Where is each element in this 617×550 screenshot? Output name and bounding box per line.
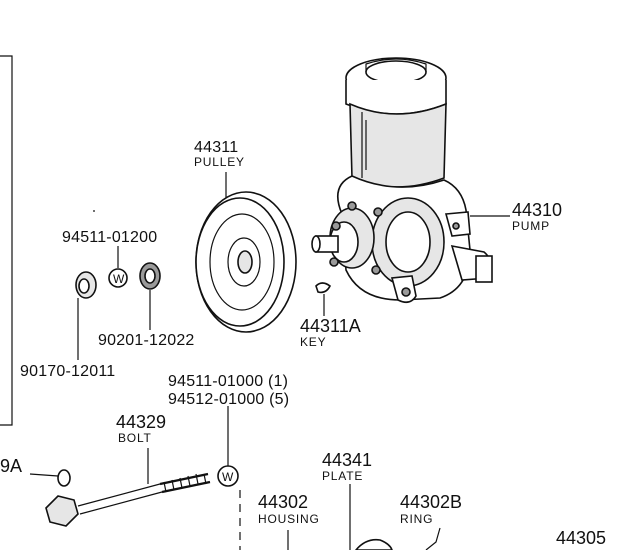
partial-ring-leader: [29, 473, 59, 477]
spring-washer-symbol: W: [113, 272, 125, 286]
bolt-name: BOLT: [118, 431, 152, 445]
pump-name: PUMP: [512, 219, 550, 233]
plain-washer-drawing: [139, 262, 161, 290]
plate-name: PLATE: [322, 469, 363, 483]
ring-leader: [425, 527, 441, 550]
ring-name: RING: [400, 512, 433, 526]
plate-number: 44341: [322, 450, 372, 470]
partial-ring-drawing: [57, 469, 71, 487]
bolt-number: 44329: [116, 412, 166, 432]
ring-number: 44302B: [400, 492, 462, 512]
washer-bolt-1-number: 94511-01000 (1): [168, 373, 288, 390]
pump-drawing: [311, 57, 493, 304]
key-name: KEY: [300, 335, 326, 349]
partial-right-number: 44305: [556, 528, 606, 548]
pump-number: 44310: [512, 200, 562, 220]
bolt-washer-symbol: W: [222, 470, 234, 484]
key-number: 44311A: [300, 316, 361, 336]
plate-drawing: [354, 538, 393, 550]
spring-washer-drawing: [108, 268, 128, 288]
pulley-drawing: [195, 191, 297, 333]
nut-drawing: [75, 271, 97, 299]
washer-lower-number: 90201-12022: [98, 332, 195, 349]
housing-number: 44302: [258, 492, 308, 512]
frame-border: [0, 55, 13, 426]
partial-left-number: 9A: [0, 456, 22, 476]
housing-name: HOUSING: [258, 512, 320, 526]
pulley-name: PULLEY: [194, 155, 245, 169]
pulley-number: 44311: [194, 139, 238, 156]
key-drawing: [315, 282, 332, 294]
washer-top-number: 94511-01200: [62, 229, 157, 246]
washer-bolt-5-number: 94512-01000 (5): [168, 391, 289, 408]
bolt-drawing: [45, 472, 211, 527]
nut-number: 90170-12011: [20, 363, 115, 380]
